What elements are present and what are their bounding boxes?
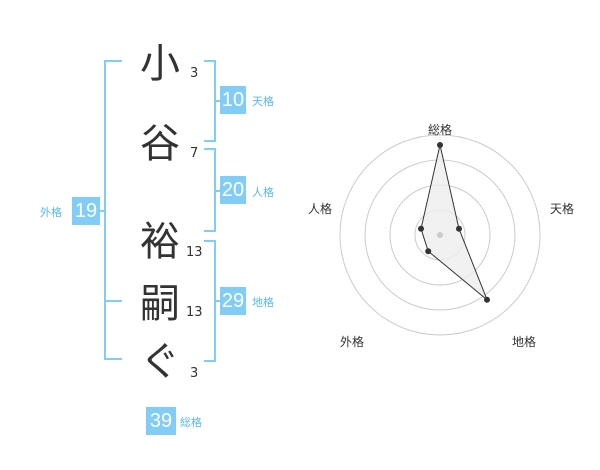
soukaku-value: 39 [146, 407, 176, 435]
tenkaku-bracket [204, 60, 216, 142]
radar-point-1 [437, 142, 443, 148]
jinkaku-bracket [204, 148, 216, 232]
jinkaku-value: 20 [220, 176, 246, 204]
radar-label-gaikaku: 外格 [340, 335, 365, 349]
jinkaku-connector [216, 190, 220, 192]
name-char-3: 裕 [140, 219, 180, 265]
stroke-count-3: 13 [186, 245, 203, 260]
name-char-1: 小 [140, 41, 180, 87]
gaikaku-value: 19 [72, 197, 100, 225]
gaikaku-connector [100, 210, 104, 212]
radar-label-jinkaku: 人格 [308, 202, 333, 216]
chikaku-value: 29 [220, 287, 246, 315]
tenkaku-label: 天格 [252, 95, 274, 108]
radar-svg [339, 134, 541, 336]
radar-label-chikaku: 地格 [512, 335, 537, 349]
radar-point-4 [425, 248, 432, 255]
stroke-count-1: 3 [190, 66, 199, 81]
radar-polygon [420, 144, 488, 301]
radar-center-point [437, 232, 443, 238]
name-char-2: 谷 [140, 121, 180, 167]
radar-grid-ring [339, 134, 541, 336]
radar-point-3 [484, 296, 490, 303]
gaikaku-bracket-upper [104, 60, 122, 302]
tenkaku-connector [216, 100, 220, 102]
stroke-count-5: 3 [190, 366, 199, 381]
tenkaku-value: 10 [220, 86, 246, 114]
chikaku-connector [216, 300, 220, 302]
name-char-4: 嗣 [140, 281, 180, 327]
radar-point-5 [418, 225, 424, 232]
soukaku-label: 総格 [180, 416, 202, 429]
stroke-count-2: 7 [190, 146, 199, 161]
gaikaku-bracket-lower [104, 298, 122, 360]
chikaku-label: 地格 [252, 296, 274, 309]
gaikaku-label: 外格 [40, 206, 62, 219]
chikaku-bracket [204, 240, 216, 362]
jinkaku-label: 人格 [252, 186, 274, 199]
radar-label-soukaku: 総格 [428, 123, 453, 137]
name-char-5: ぐ [140, 339, 180, 385]
radar-label-tenkaku: 天格 [550, 202, 575, 216]
radar-point-2 [456, 225, 462, 232]
stroke-count-4: 13 [186, 305, 203, 320]
